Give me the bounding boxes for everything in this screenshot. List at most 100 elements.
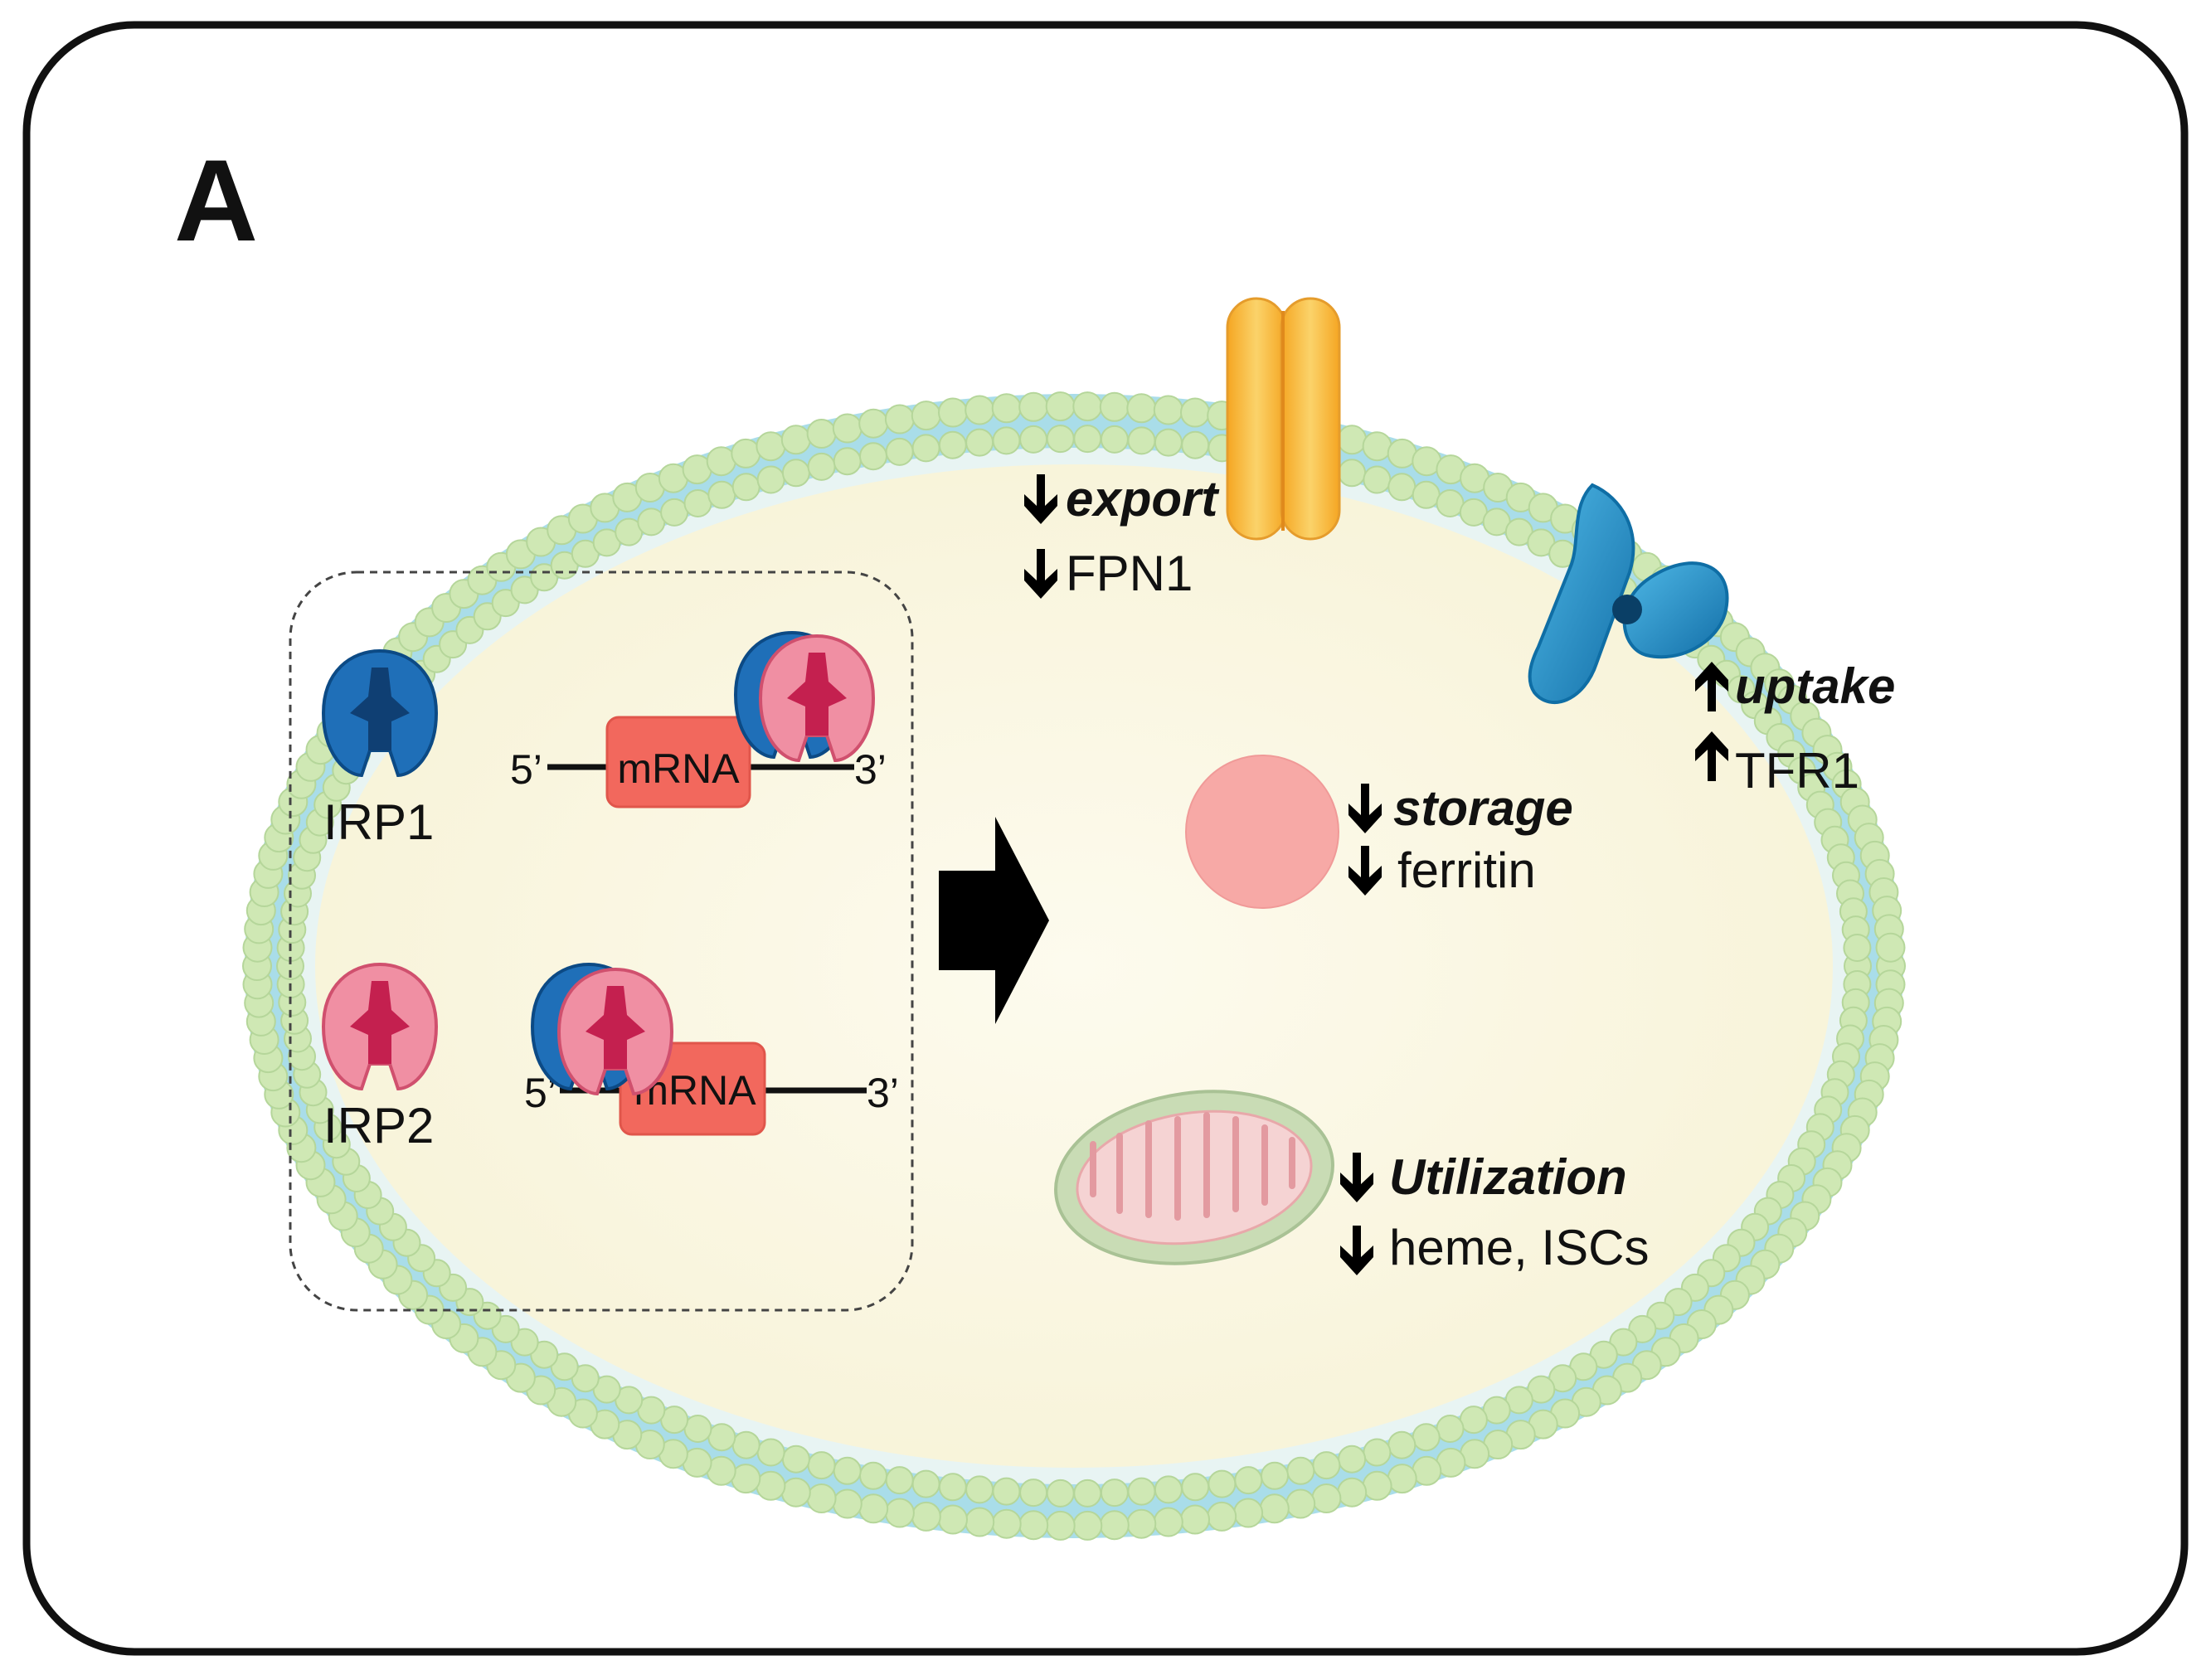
phospholipid-head [1019,425,1048,454]
phospholipid-head [756,465,785,494]
phospholipid-head [885,437,914,466]
phospholipid-head [781,459,810,488]
phospholipid-head [1181,1473,1210,1502]
cell [242,391,1906,1541]
phospholipid-head [1126,1508,1157,1539]
ferritin-sphere [1185,755,1339,909]
phospholipid-head [1234,1466,1263,1495]
phospholipid-head [938,1473,967,1502]
phospholipid-head [991,393,1022,424]
phospholipid-head [1233,1498,1264,1528]
phospholipid-head [1362,1470,1392,1501]
irp2-bound-bottom-icon [556,967,674,1096]
phospholipid-head [832,413,863,444]
phospholipid-head [1126,393,1157,424]
phospholipid-head [1099,391,1130,422]
phospholipid-head [1459,1406,1488,1435]
phospholipid-head [992,426,1021,455]
phospholipid-head [1286,1456,1315,1485]
phospholipid-head [1046,1478,1075,1508]
phospholipid-head [833,447,862,476]
phospholipid-head [660,498,689,527]
phospholipid-head [1180,1504,1210,1535]
uptake-effect: uptake TFR1 [1695,658,1895,799]
phospholipid-head [1363,1438,1392,1467]
phospholipid-head [1363,465,1392,494]
phospholipid-head [1875,932,1906,963]
phospholipid-head [1436,489,1465,517]
phospholipid-head [1154,1475,1183,1504]
phospholipid-head [965,428,994,457]
phospholipid-head [938,397,968,428]
phospholipid-head [938,1504,968,1535]
phospholipid-head [1181,430,1210,459]
phospholipid-head [1072,1510,1103,1541]
phospholipid-head [911,1469,940,1498]
down-arrow-icon [1024,549,1057,599]
phospholipid-head [885,1466,914,1495]
phospholipid-head [911,401,941,431]
phospholipid-head [1312,1451,1341,1480]
phospholipid-head [911,434,940,463]
phospholipid-head [756,1438,785,1467]
phospholipid-head [1387,473,1416,502]
uptake-molecule-label: TFR1 [1735,743,1859,799]
phospholipid-head [780,1477,811,1508]
down-arrow-icon [1348,846,1382,896]
down-arrow-icon [1340,1226,1373,1275]
cytoplasm [315,464,1833,1468]
storage-effect: storage ferritin [1348,780,1573,898]
phospholipid-head [1387,1464,1417,1494]
irp1-label: IRP1 [323,794,434,850]
phospholipid-head [807,1451,836,1480]
phospholipid-head [1046,425,1075,454]
phospholipid-head [1073,1478,1102,1508]
up-arrow-icon [1695,731,1728,781]
storage-molecule-label: ferritin [1397,842,1536,898]
phospholipid-head [859,442,887,471]
phospholipid-head [1337,1477,1368,1508]
big-right-arrow-icon [939,817,1049,1024]
export-molecule-label: FPN1 [1066,546,1193,601]
phospholipid-head [1338,459,1367,488]
phospholipid-head [707,1423,736,1452]
membrane-inner-heads [276,425,1872,1508]
phospholipid-head [731,438,761,469]
phospholipid-head [781,1445,810,1474]
phospholipid-head [1045,1510,1076,1541]
phospholipid-head [731,1430,760,1459]
phospholipid-head [707,480,736,509]
phospholipid-head [992,1477,1021,1506]
down-arrow-icon [1340,1153,1373,1202]
phospholipid-head [858,1493,889,1524]
utilization-effect: Utilization heme, ISCs [1340,1149,1649,1275]
phospholipid-head [965,1507,995,1537]
mrna-top-five-prime: 5’ [510,746,542,793]
phospholipid-head [1387,1430,1416,1459]
phospholipid-head [1019,1478,1048,1508]
phospholipid-head [1337,425,1368,455]
phospholipid-head [1436,1415,1465,1443]
utilization-process-label: Utilization [1389,1149,1627,1205]
uptake-process-label: uptake [1735,658,1895,714]
phospholipid-head [991,1508,1022,1539]
irp2-protein-icon [321,962,439,1091]
phospholipid-head [1311,1483,1342,1513]
phospholipid-head [683,1415,712,1443]
phospholipid-head [884,1498,915,1528]
phospholipid-head [683,489,712,517]
down-arrow-icon [1024,474,1057,524]
phospholipid-head [938,430,967,459]
phospholipid-head [806,419,837,449]
phospholipid-head [1412,1423,1441,1452]
utilization-molecule-label: heme, ISCs [1389,1220,1649,1275]
phospholipid-head [1259,1493,1290,1524]
phospholipid-head [884,404,915,435]
phospholipid-head [858,408,889,439]
export-process-label: export [1066,471,1220,527]
phospholipid-head [1180,397,1210,428]
irp1-protein-icon [321,648,439,778]
phospholipid-head [1099,1510,1130,1541]
phospholipid-head [1412,480,1441,509]
